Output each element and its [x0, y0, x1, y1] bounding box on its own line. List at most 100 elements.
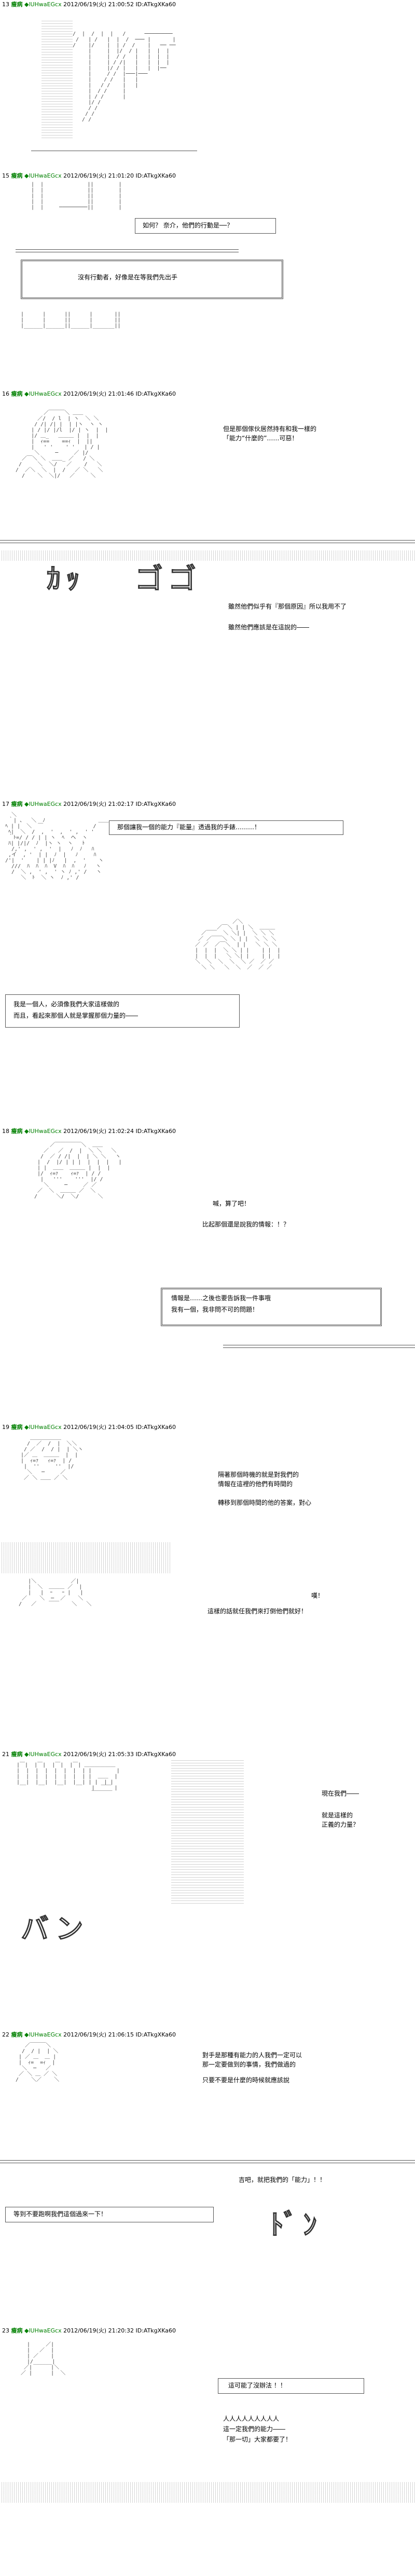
big-sfx-text: ゴゴ [135, 562, 201, 596]
ascii-art-character: ／￣￣￣＼ / / | | ＼ | ／ ＿ ＿ | | ｨ= =ｨ | ＼ ─ … [16, 2043, 60, 2083]
dialog-line: 對手是那種有能力的人我們一定可以 [202, 2052, 302, 2059]
dialog-line: 而且，看起來那個人就是掌握那個力量的―― [13, 1012, 139, 1019]
post-meta: 2012/06/19(火) 21:04:05 ID:ATkgXKa60 [63, 1424, 176, 1431]
dialog-line: 人人人人人人人人人 [223, 2415, 280, 2422]
dialog-line: 情報在這裡的他們有時間的 [218, 1480, 293, 1488]
ascii-art-mecha: ／＼ ／￣＼ | | ＼ ＿＿＿ ／￣￣ ＼ ＼| | ＼ ＼ ＼ ／ ／￣￣＼… [195, 919, 281, 970]
poster-name: 瘦病 [11, 1128, 23, 1135]
dialog-line: 隔著那個時機的就是對我們的 [218, 1471, 299, 1478]
dialog-line: 我有一個，我非問不可的問題！ [171, 1306, 259, 1313]
post-15: 15 瘦病 ◆lUHwaEGcx 2012/06/19(火) 21:01:20 … [0, 171, 415, 384]
post-header: 19 瘦病 ◆lUHwaEGcx 2012/06/19(火) 21:04:05 … [2, 1423, 176, 1431]
ascii-art-stairs: | ／| | ／ | | ／ | |/______| ／| |＼ ／ | | ＼ [21, 2342, 66, 2376]
post-meta: 2012/06/19(火) 21:01:20 ID:ATkgXKa60 [63, 172, 176, 179]
post-19: 19 瘦病 ◆lUHwaEGcx 2012/06/19(火) 21:04:05 … [0, 1423, 415, 1745]
divider [223, 1345, 415, 1348]
post-17: 17 瘦病 ◆lUHwaEGcx 2012/06/19(火) 21:02:17 … [0, 800, 415, 1122]
dialog-line: 這一定我們的能力―― [223, 2425, 286, 2433]
speed-lines [0, 550, 415, 561]
poster-name: 瘦病 [11, 390, 23, 397]
ascii-art-building: / | / | | / ───────── / | / | | / ─── | … [73, 31, 176, 123]
dialog-line: 我是一個人，必須像我們大家這樣做的 [13, 1001, 120, 1008]
dialog-line: 這樣的話就任我們來打倒他們就好！ [208, 1608, 308, 1615]
dialog-line: 正義的力量？ [322, 1821, 359, 1828]
speed-lines [0, 2482, 415, 2503]
post-number: 16 [2, 390, 9, 397]
dialog-line: 「能力“什麼的”……可惡！ [223, 435, 298, 442]
dialog-line: 那一定要做到的事情，我們做過的 [202, 2061, 296, 2068]
post-header: 15 瘦病 ◆lUHwaEGcx 2012/06/19(火) 21:01:20 … [2, 171, 176, 180]
divider [0, 540, 415, 543]
post-number: 15 [2, 172, 9, 179]
dialog-line: 雖然他們似乎有『那個原因』所以我用不了 [228, 603, 347, 610]
post-13: 13 瘦病 ◆lUHwaEGcx 2012/06/19(火) 21:00:52 … [0, 0, 415, 166]
dialog-line: 情報是……之後也要告訴我一件事哦 [171, 1294, 271, 1302]
poster-name: 瘦病 [11, 1424, 23, 1431]
poster-trip: ◆lUHwaEGcx [24, 1128, 62, 1135]
poster-name: 瘦病 [11, 172, 23, 179]
dialog-line: 但是那個傢伙居然持有和我一樣的 [223, 425, 317, 433]
post-number: 23 [2, 2327, 9, 2334]
ascii-art-character: ／￣￣￣￣￣＼ ＿＿ ／ ／ / | ＼ ＼ ＼ / ／ / /| | | ＼ … [34, 1142, 122, 1199]
dialog-line: 如何？ 奈介，他們的行動是──？ [143, 222, 233, 229]
big-sfx-text: バン [21, 1912, 89, 1946]
dialog-box [21, 260, 283, 299]
post-header: 13 瘦病 ◆lUHwaEGcx 2012/06/19(火) 21:00:52 … [2, 0, 176, 8]
poster-trip: ◆lUHwaEGcx [24, 1424, 62, 1431]
poster-trip: ◆lUHwaEGcx [24, 390, 62, 397]
ascii-art-figure: |＼ ／| | ＼ ＿＿＿ ／ | | | ｰ ｰ | | ／ ＼ ─ ／ ＼ … [19, 1579, 92, 1607]
post-23: 23 瘦病 ◆lUHwaEGcx 2012/06/19(火) 21:20:32 … [0, 2326, 415, 2576]
post-number: 21 [2, 1751, 9, 1758]
post-meta: 2012/06/19(火) 21:00:52 ID:ATkgXKa60 [63, 1, 176, 8]
dialog-line: 這可能了沒辦法 ！！ [228, 2382, 286, 2389]
poster-trip: ◆lUHwaEGcx [24, 172, 62, 179]
divider [16, 249, 239, 252]
post-meta: 2012/06/19(火) 21:02:24 ID:ATkgXKa60 [63, 1128, 176, 1135]
vertical-lines [171, 1760, 244, 1906]
post-22: 22 瘦病 ◆lUHwaEGcx 2012/06/19(火) 21:06:15 … [0, 2030, 415, 2321]
ascii-art-hallway [42, 21, 73, 140]
dialog-line: 「那一切」大家都要了！ [223, 2436, 292, 2443]
divider [0, 2160, 415, 2163]
poster-name: 瘦病 [11, 2327, 23, 2334]
post-number: 19 [2, 1424, 9, 1431]
dialog-line: 雖然他們應該是在這說的―― [228, 624, 310, 631]
poster-trip: ◆lUHwaEGcx [24, 2031, 62, 2038]
dialog-line: 喊，算了吧！ [213, 1200, 251, 1207]
ascii-art-floor: | | || | || | | || | || |______|______||… [21, 312, 121, 329]
speed-lines [0, 1542, 171, 1573]
post-meta: 2012/06/19(火) 21:01:46 ID:ATkgXKa60 [63, 390, 176, 397]
post-number: 22 [2, 2031, 9, 2038]
dialog-line: 就是這樣的 [322, 1812, 353, 1819]
post-meta: 2012/06/19(火) 21:06:15 ID:ATkgXKa60 [63, 2031, 176, 2038]
dialog-line: 那個讓我一個的能力『能量』透過我的手錶………！ [117, 824, 261, 831]
poster-name: 瘦病 [11, 1751, 23, 1758]
poster-trip: ◆lUHwaEGcx [24, 801, 62, 807]
big-sfx-text: ｶｯ [47, 562, 85, 596]
dialog-line: 沒有行動者，好像是在等我們先出手 [78, 274, 178, 281]
poster-trip: ◆lUHwaEGcx [24, 1, 62, 8]
post-number: 17 [2, 801, 9, 807]
post-16: 16 瘦病 ◆lUHwaEGcx 2012/06/19(火) 21:01:46 … [0, 389, 415, 794]
dialog-line: 吉吧，就把我們的「能力」！！ [239, 2176, 326, 2183]
dialog-box [218, 2378, 364, 2394]
post-meta: 2012/06/19(火) 21:05:33 ID:ATkgXKa60 [63, 1751, 176, 1758]
poster-name: 瘦病 [11, 2031, 23, 2038]
poster-trip: ◆lUHwaEGcx [24, 2327, 62, 2334]
dialog-line: 比起那個還是說我的情報：！？ [202, 1221, 290, 1228]
dialog-box [161, 1288, 382, 1326]
poster-name: 瘦病 [11, 1, 23, 8]
dialog-line: 嘆！ [311, 1592, 324, 1599]
ascii-art-corridor: | | || | | | || | | | || | | | || | | | … [31, 182, 122, 210]
dialog-box [5, 2207, 214, 2222]
dialog-box [135, 218, 276, 234]
dialog-line: 只要不要是什麼的時候就應該說 [202, 2076, 290, 2084]
ascii-art-character: ／￣￣￣＼ ＿＿ ／/ / l | ヽ ＼ ＼ / /| /| | | |ヽ ヽ… [16, 410, 108, 479]
post-header: 21 瘦病 ◆lUHwaEGcx 2012/06/19(火) 21:05:33 … [2, 1750, 176, 1758]
poster-name: 瘦病 [11, 801, 23, 807]
post-header: 23 瘦病 ◆lUHwaEGcx 2012/06/19(火) 21:20:32 … [2, 2326, 176, 2335]
big-sfx-text: ﾄﾞﾝ [270, 2208, 322, 2242]
poster-trip: ◆lUHwaEGcx [24, 1751, 62, 1758]
post-21: 21 瘦病 ◆lUHwaEGcx 2012/06/19(火) 21:05:33 … [0, 1750, 415, 2025]
dialog-line: 轉移到那個時間的他的答案，對心 [218, 1499, 312, 1506]
